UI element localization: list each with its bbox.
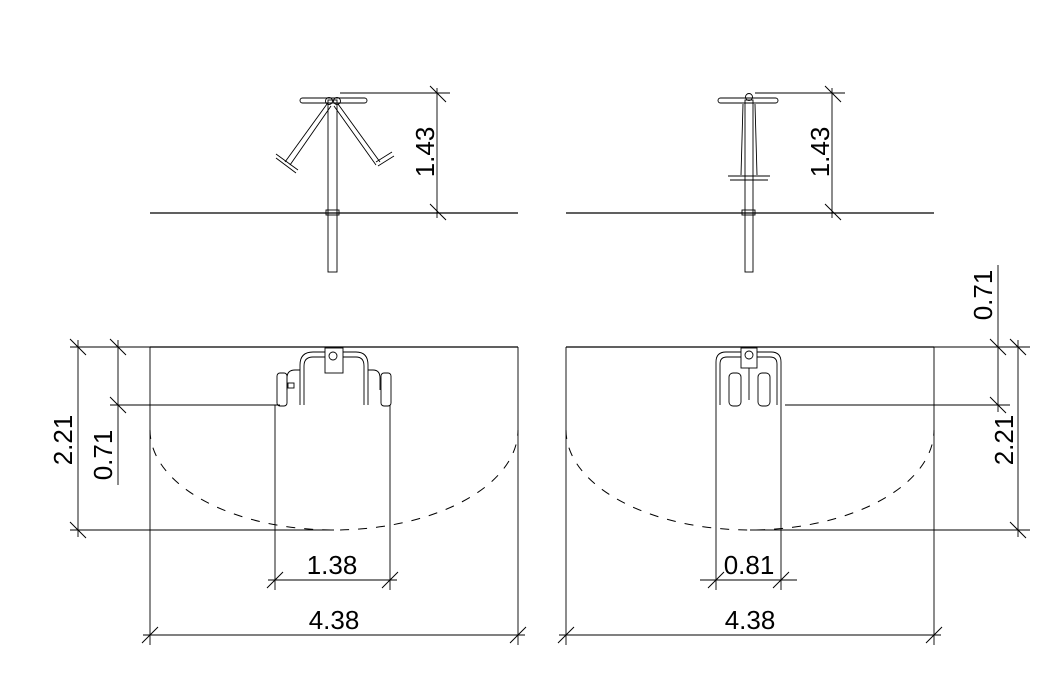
elevation-side: 1.43 [566,85,934,273]
left-swing-arm [284,103,332,166]
safety-zone-arc [149,429,519,531]
right-footrest [375,151,395,167]
height-dimension: 1.43 [410,127,440,178]
depth-dimension: 2.21 [989,415,1019,466]
plan-front: 2.21 0.71 1.38 4.38 [48,338,527,645]
swing-arm [740,103,758,176]
equipment-width-dimension: 0.81 [724,550,775,580]
post [744,99,754,273]
handle-bar [717,97,779,104]
equipment-top-view [276,347,392,407]
offset-dimension: 0.71 [968,270,998,321]
height-dimension: 1.43 [805,127,835,178]
equipment-width-dimension: 1.38 [307,550,358,580]
depth-dimension: 2.21 [48,415,78,466]
elevation-front: 1.43 [150,85,518,273]
plan-side: 2.21 0.71 0.81 4.38 [557,265,1030,645]
offset-dimension: 0.71 [88,430,118,481]
post [327,99,338,273]
handle-bar [299,97,368,104]
total-width-dimension: 4.38 [725,605,776,635]
left-footrest [275,153,299,174]
total-width-dimension: 4.38 [309,605,360,635]
right-swing-arm [333,103,381,166]
safety-zone-arc [565,429,935,531]
equipment-top-view [715,347,782,407]
footrest [728,175,770,181]
